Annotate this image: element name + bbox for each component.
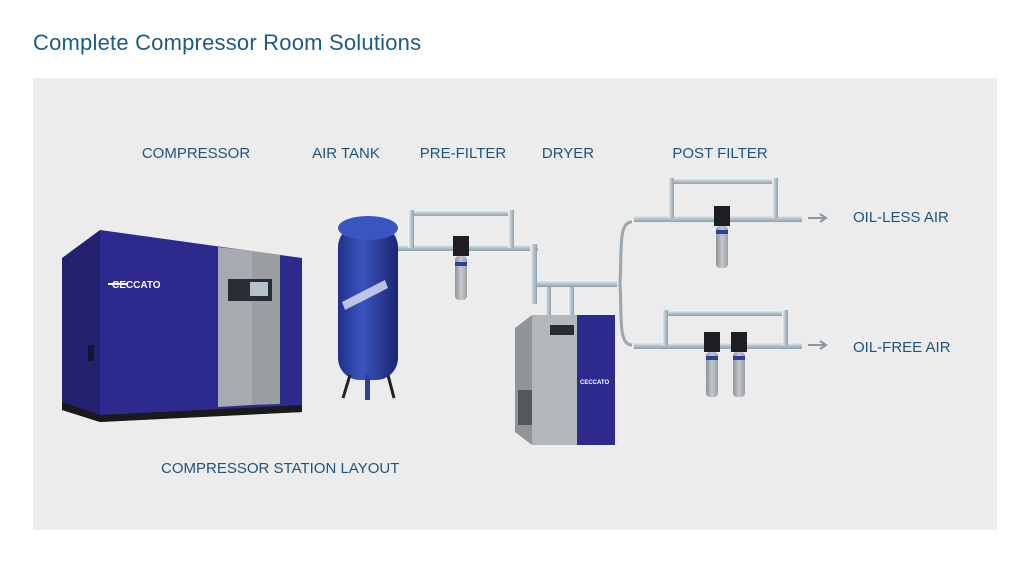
post-filter-oil-free-1 — [704, 332, 720, 397]
compressor-unit: CECCATO — [62, 230, 302, 422]
label-oil-less-air: OIL-LESS AIR — [853, 209, 949, 226]
label-pre-filter: PRE-FILTER — [419, 145, 507, 162]
label-oil-free-air: OIL-FREE AIR — [853, 339, 951, 356]
air-tank — [338, 216, 398, 400]
post-filter-oil-less — [714, 206, 730, 268]
label-air-tank: AIR TANK — [312, 145, 380, 162]
label-post-filter: POST FILTER — [672, 145, 768, 162]
page-title: Complete Compressor Room Solutions — [33, 30, 422, 55]
brand-logo: CECCATO — [112, 280, 161, 291]
label-dryer: DRYER — [541, 145, 595, 162]
pre-filter-unit — [453, 236, 469, 300]
label-station-layout: COMPRESSOR STATION LAYOUT — [161, 460, 400, 477]
svg-text:CECCATO: CECCATO — [580, 380, 609, 386]
arrow-icon — [808, 340, 828, 350]
post-filter-oil-free-2 — [731, 332, 747, 397]
label-compressor: COMPRESSOR — [141, 145, 251, 162]
dryer-unit: CECCATO — [515, 315, 615, 445]
arrow-icon — [808, 213, 828, 223]
